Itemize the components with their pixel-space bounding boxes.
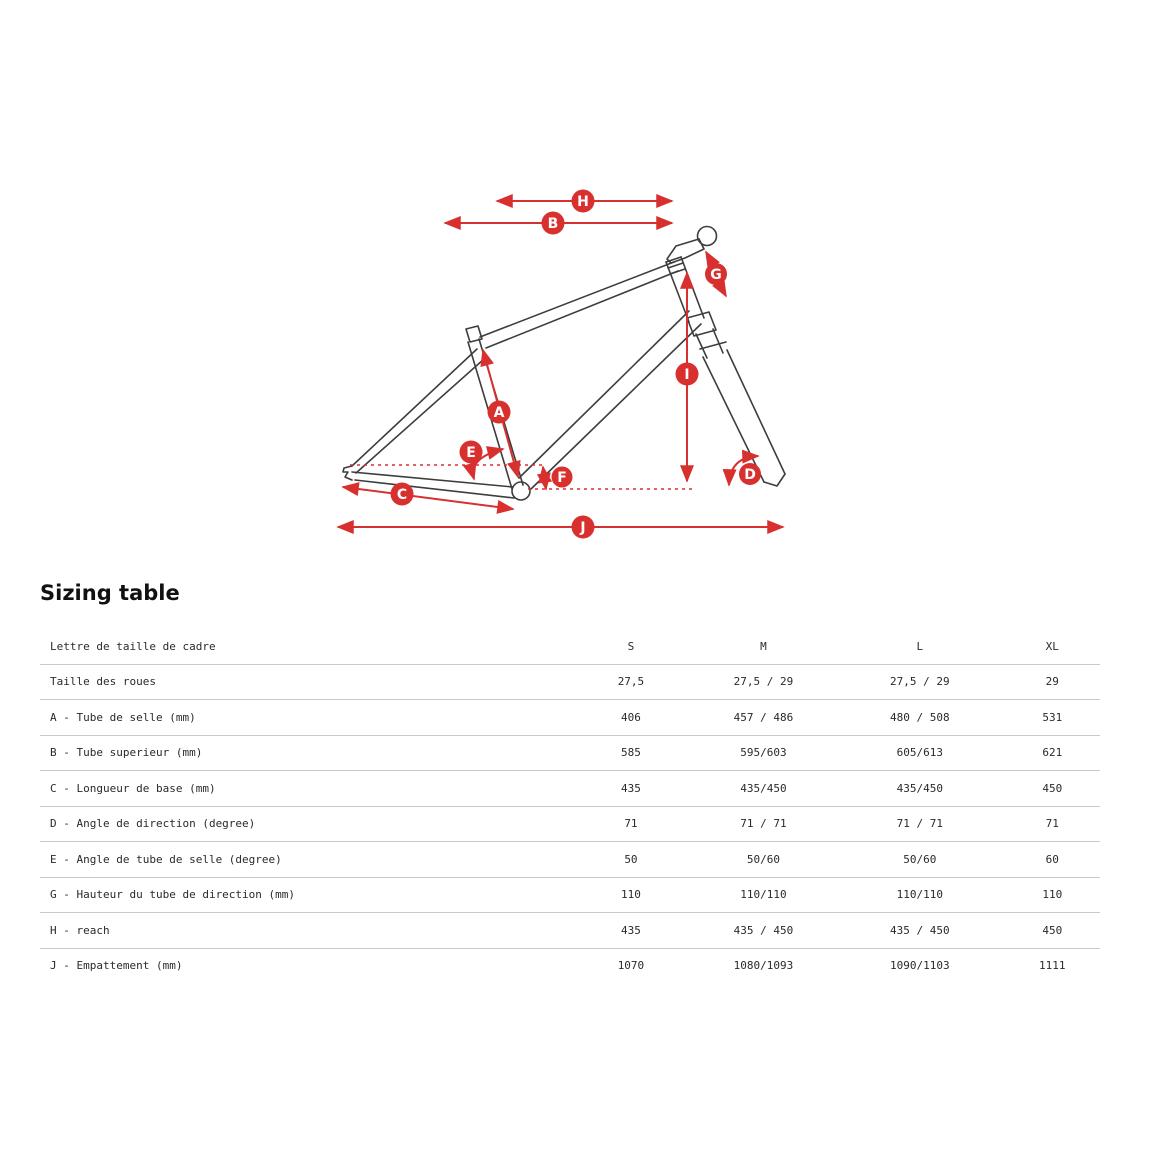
row-value: 27,5 [617, 675, 645, 689]
page-title: Sizing table [40, 581, 180, 605]
row-value: 621 [1042, 746, 1063, 760]
badge-letter: F [557, 470, 567, 486]
badge-A: A [487, 400, 511, 424]
row-value: 110 [1042, 888, 1063, 902]
badge-B: B [541, 211, 565, 235]
badge-letter: D [744, 467, 756, 483]
badge-E: E [459, 440, 483, 464]
row-value: 435 [621, 923, 641, 937]
handlebar [696, 225, 718, 247]
badge-letter: A [494, 405, 505, 421]
front-dropout [763, 473, 786, 487]
badge-letter: H [577, 194, 589, 210]
dimension-arrow-F [536, 465, 553, 491]
row-value: 71 [1045, 817, 1059, 831]
row-label: H - reach [50, 923, 110, 937]
header-col-s: S [627, 639, 635, 653]
header-col-xl: XL [1045, 639, 1059, 653]
badge-G: G [705, 263, 727, 285]
badge-J: J [571, 515, 595, 539]
badge-letter: B [548, 216, 559, 232]
row-label: G - Hauteur du tube de direction (mm) [50, 888, 296, 902]
badge-letter: I [684, 367, 689, 383]
table-row: A - Tube de selle (mm) 406 457 / 486 480 / … [40, 700, 1100, 736]
badge-letter: G [710, 267, 722, 283]
dimension-arc-E [462, 446, 505, 481]
row-label: C - Longueur de base (mm) [50, 781, 216, 795]
dimension-arc-D [722, 449, 760, 487]
table-row: B - Tube superieur (mm) 585 595/603 605/613… [40, 736, 1100, 771]
row-value: 450 [1042, 781, 1063, 795]
table-row: D - Angle de direction (degree) 71 71 / 71… [40, 807, 1100, 842]
sizing-table: Lettre de taille de cadre S M L XL Taill… [40, 629, 1100, 983]
row-label: Taille des roues [50, 675, 156, 689]
row-value: 110 [621, 888, 641, 902]
badge-letter: J [579, 520, 585, 536]
dimension-letter-badges: H B G I A E F C [390, 189, 761, 539]
row-value: 50/60 [746, 852, 780, 866]
header-label: Lettre de taille de cadre [50, 639, 216, 653]
row-value: 1111 [1039, 959, 1066, 973]
row-label: D - Angle de direction (degree) [50, 817, 256, 831]
row-value: 29 [1045, 675, 1059, 689]
row-value: 60 [1045, 852, 1059, 866]
row-value: 435 / 450 [733, 923, 794, 937]
row-value: 1070 [617, 959, 645, 973]
row-value: 1090/1103 [889, 959, 950, 973]
row-value: 1080/1093 [733, 959, 794, 973]
table-row: C - Longueur de base (mm) 435 435/450 435/4… [40, 771, 1100, 807]
row-value: 71 / 71 [896, 817, 943, 831]
table-row: H - reach 435 435 / 450 435 / 450 450 [40, 913, 1100, 949]
badge-letter: E [466, 445, 476, 461]
row-value: 450 [1042, 923, 1063, 937]
row-value: 50 [624, 852, 638, 866]
row-value: 71 [624, 817, 638, 831]
badge-I: I [675, 362, 699, 386]
bike-frame [342, 225, 786, 501]
row-value: 50/60 [903, 852, 937, 866]
badge-C: C [390, 482, 414, 506]
badge-F: F [551, 466, 573, 488]
badge-H: H [571, 189, 595, 213]
row-value: 71 / 71 [740, 817, 787, 831]
row-value: 110/110 [740, 888, 787, 902]
dimension-arrow-C [341, 482, 515, 514]
table-row: E - Angle de tube de selle (degree) 50 50/… [40, 842, 1100, 878]
row-value: 110/110 [896, 888, 943, 902]
row-value: 406 [621, 710, 641, 724]
row-value: 480 / 508 [889, 710, 950, 724]
header-col-m: M [760, 639, 767, 653]
bike-geometry-diagram: H B G I A E F C [336, 189, 786, 539]
row-label: E - Angle de tube de selle (degree) [50, 852, 282, 866]
row-value: 585 [621, 746, 641, 760]
row-value: 435/450 [740, 781, 787, 795]
table-row: Taille des roues 27,5 27,5 / 29 27,5 / 29 29 [40, 665, 1100, 700]
sizing-table-body: Taille des roues 27,5 27,5 / 29 27,5 / 29 29… [40, 665, 1100, 984]
table-row: J - Empattement (mm) 1070 1080/1093 1090/11… [40, 949, 1100, 984]
row-label: A - Tube de selle (mm) [50, 710, 196, 724]
row-value: 457 / 486 [733, 710, 794, 724]
table-header-row: Lettre de taille de cadre S M L XL [40, 629, 1100, 665]
header-col-l: L [916, 639, 924, 653]
row-value: 27,5 / 29 [733, 675, 794, 689]
row-value: 531 [1042, 710, 1063, 724]
stem [666, 238, 705, 264]
table-row: G - Hauteur du tube de direction (mm) 110… [40, 878, 1100, 913]
row-label: J - Empattement (mm) [50, 959, 183, 973]
row-value: 605/613 [896, 746, 943, 760]
row-value: 435 [621, 781, 641, 795]
badge-D: D [739, 463, 761, 485]
row-label: B - Tube superieur (mm) [50, 746, 203, 760]
row-value: 435 / 450 [889, 923, 950, 937]
row-value: 595/603 [740, 746, 787, 760]
row-value: 435/450 [896, 781, 943, 795]
row-value: 27,5 / 29 [889, 675, 950, 689]
bottom-bracket [511, 481, 531, 501]
badge-letter: C [397, 487, 407, 503]
